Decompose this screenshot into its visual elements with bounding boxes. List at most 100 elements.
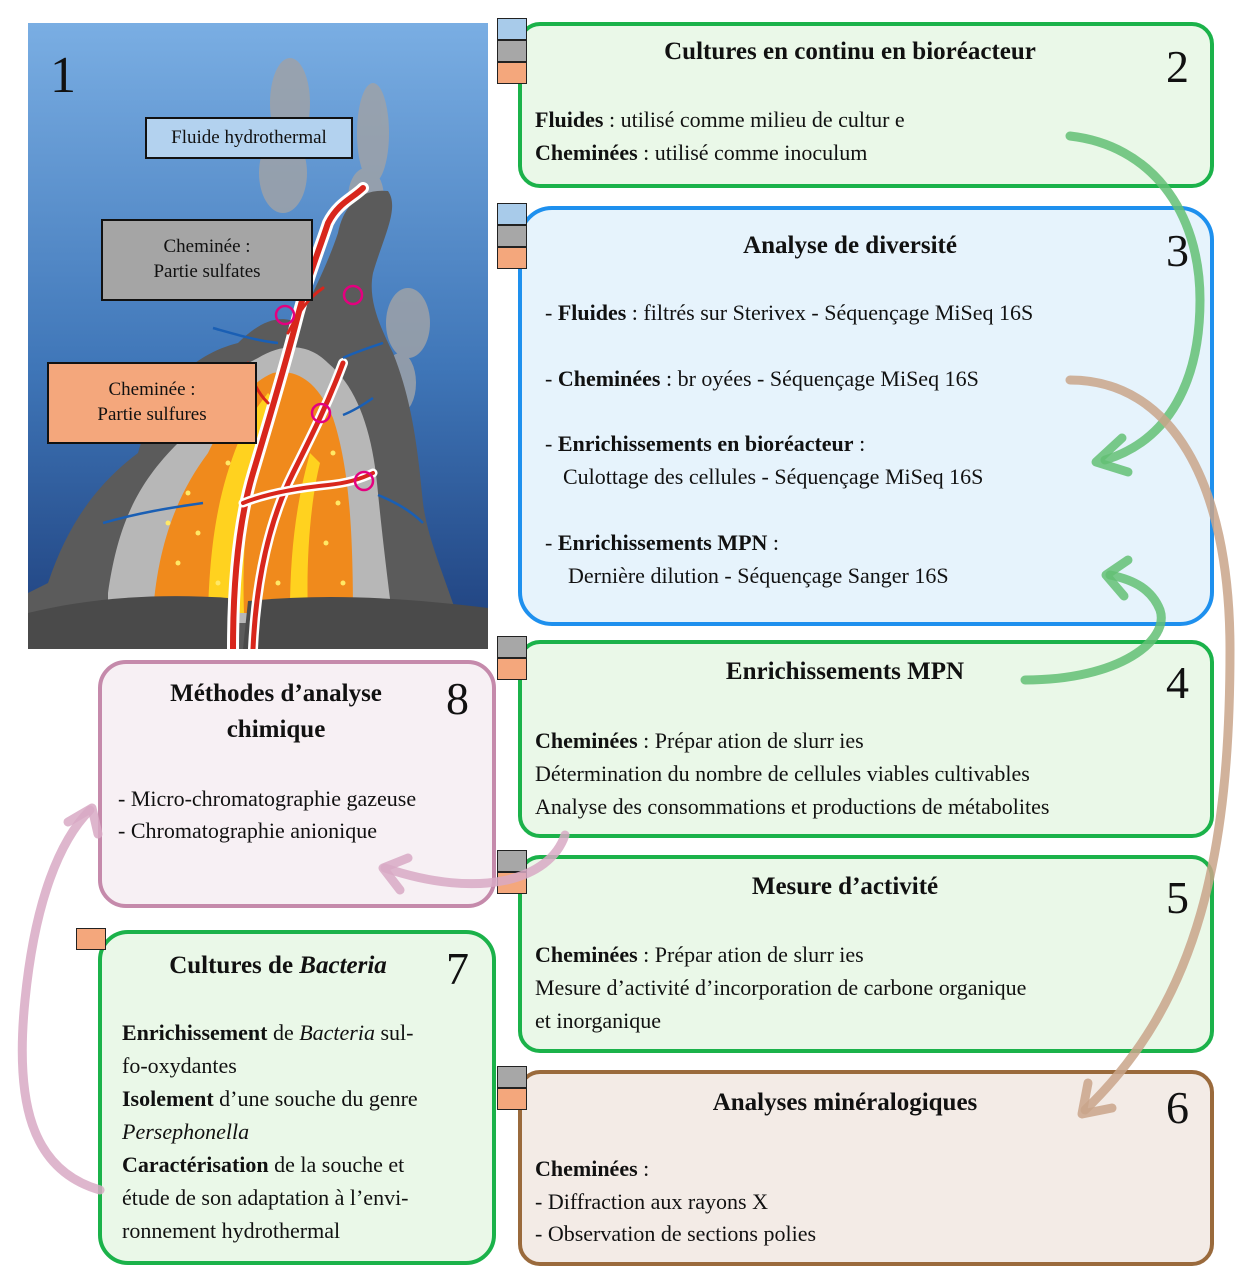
box7-l1-rest: sul- (374, 1020, 414, 1045)
tag-sulfates-box5 (497, 850, 527, 872)
yellow-band-right (290, 453, 320, 613)
tag-sulfides-box4 (497, 658, 527, 680)
tag-fluid-box2 (497, 18, 527, 40)
tag-sulfides-box3 (497, 247, 527, 269)
seawater-arrows (102, 326, 424, 525)
box5-l1-bold: Cheminées (535, 942, 638, 967)
label-fluid-text: Fluide hydrothermal (171, 126, 327, 148)
box3-l4-rest: : (767, 530, 780, 555)
tag-fluid-box3 (497, 203, 527, 225)
box7-line4: Persephonella (122, 1119, 249, 1145)
box7-l3-rest: d’une souche du genre (213, 1086, 418, 1111)
arrow-2-to-3-head (1091, 433, 1133, 477)
box3-line3: - Enrichissements en bioréacteur : (545, 431, 866, 456)
box7-l1-ital: Bacteria (299, 1020, 375, 1045)
box2-l1-rest: : utilisé comme milieu de cultur e (603, 107, 905, 132)
tag-sulfides-box6 (497, 1088, 527, 1110)
circulation-loops (274, 284, 375, 492)
box4-title: Enrichissements MPN (725, 658, 965, 685)
box5-title: Mesure d’activité (751, 873, 939, 900)
box5-line3: et inorganique (535, 1008, 662, 1033)
arrow-3-to-6-head (1077, 1078, 1117, 1119)
box2-line2: Cheminées : utilisé comme inoculum (535, 140, 867, 166)
mineral-dots (165, 450, 346, 586)
box6-l1-bold: Cheminées (535, 1156, 638, 1181)
box8-title-line1: Méthodes d’analyse (170, 680, 382, 707)
box3-line2: - Cheminées : br oyées - Séquençage MiSe… (545, 366, 979, 391)
label-sulfates-line1: Cheminée : (163, 236, 251, 258)
label-sulfates: Cheminée : Partie sulfates (101, 219, 313, 301)
box7-title-b: Bacteria (299, 952, 387, 979)
box-bacteria-cultures (98, 930, 496, 1265)
box2-l1-bold: Fluides (535, 107, 604, 132)
box-diversity-analysis (518, 206, 1214, 626)
arrow-4-to-3 (1020, 570, 1166, 685)
box7-l1-bold: Enrichissement (122, 1020, 268, 1045)
arrow-4-to-8 (380, 830, 570, 889)
box2-l2-rest: : utilisé comme inoculum (637, 140, 868, 165)
box3-line1: - Fluides : filtrés sur Sterivex - Séque… (545, 300, 1034, 325)
box7-line3: Isolement d’une souche du genre (122, 1086, 418, 1112)
box3-l2-rest: : br oyées - Séquençage MiSeq 16S (660, 366, 979, 391)
arrow-2-to-3 (1065, 131, 1205, 465)
box4-l1-bold: Cheminées (535, 728, 638, 753)
box7-title-a: Cultures de (169, 952, 300, 979)
box5-line2: Mesure d’activité d’incorporation de car… (535, 975, 1027, 1000)
box3-l1-bold: Fluides (557, 300, 627, 325)
box4-number: 4 (1166, 657, 1189, 708)
box-bioreactor-cultures (518, 22, 1214, 188)
box7-l5-bold: Caractérisation (122, 1152, 269, 1177)
tag-sulfides-box7 (76, 928, 106, 950)
box2-title: Cultures en continu en bioréacteur (664, 38, 1036, 65)
box3-l4-bold: Enrichissements MPN (557, 530, 768, 555)
box4-line2: Détermination du nombre de cellules viab… (535, 761, 1030, 786)
box6-line2: - Diffraction aux rayons X (535, 1189, 768, 1214)
box4-line3: Analyse des consommations et productions… (535, 794, 1050, 819)
basement-right (243, 597, 488, 649)
box6-number: 6 (1166, 1082, 1189, 1133)
box7-l4-ital: Persephonella (122, 1119, 250, 1144)
label-sulfides-line1: Cheminée : (108, 379, 196, 401)
panel-number-1: 1 (50, 47, 76, 104)
box2-number: 2 (1166, 41, 1189, 92)
box5-number: 5 (1166, 872, 1189, 923)
box3-l2-bold: Cheminées (557, 366, 661, 391)
box5-l1-rest: : Prépar ation de slurr ies (637, 942, 864, 967)
box3-l3-rest: : (853, 431, 866, 456)
box3-line4b: Dernière dilution - Séquençage Sanger 16… (568, 563, 949, 588)
box8-line2: - Chromatographie anionique (118, 818, 378, 843)
label-sulfides-line2: Partie sulfures (97, 404, 207, 425)
box7-line5: Caractérisation de la souche et (122, 1152, 404, 1178)
box7-l5-rest: de la souche et (268, 1152, 405, 1177)
box-mpn-enrichments (518, 640, 1214, 838)
box5-line1: Cheminées : Prépar ation de slurr ies (535, 942, 864, 968)
box6-line3: - Observation de sections polies (535, 1221, 817, 1246)
arrow-7-to-8 (17, 805, 105, 1195)
box7-l1-mid: de (267, 1020, 300, 1045)
box3-l3-bold: Enrichissements en bioréacteur (557, 431, 854, 456)
box7-line7: ronnement hydrothermal (122, 1218, 341, 1243)
tag-sulfides-box2 (497, 62, 527, 84)
box7-l3-bold: Isolement (122, 1086, 214, 1111)
box7-line2: fo-oxydantes (122, 1053, 237, 1078)
box2-l2-bold: Cheminées (535, 140, 638, 165)
box4-line1: Cheminées : Prépar ation de slurr ies (535, 728, 864, 754)
box3-line4: - Enrichissements MPN : (545, 530, 780, 555)
arrow-3-to-6 (1065, 375, 1235, 1115)
label-sulfides: Cheminée : Partie sulfures (47, 362, 257, 444)
label-sulfates-line2: Partie sulfates (153, 261, 261, 282)
arrow-7-to-8-head (63, 803, 103, 839)
box7-line6: étude de son adaptation à l’envi- (122, 1185, 409, 1210)
box3-line3b: Culottage des cellules - Séquençage MiSe… (563, 464, 984, 489)
box7-line1: Enrichissement de Bacteria sul- (122, 1020, 413, 1046)
tag-sulfates-box6 (497, 1066, 527, 1088)
tag-sulfates-box4 (497, 636, 527, 658)
box8-line1: - Micro-chromatographie gazeuse (118, 786, 417, 811)
box3-number: 3 (1166, 225, 1189, 276)
fluid-conduits (227, 182, 378, 649)
box6-l1-rest: : (637, 1156, 650, 1181)
box-activity-measurement (518, 855, 1214, 1053)
box8-number: 8 (446, 673, 469, 724)
box8-title-line2: chimique (226, 716, 326, 743)
